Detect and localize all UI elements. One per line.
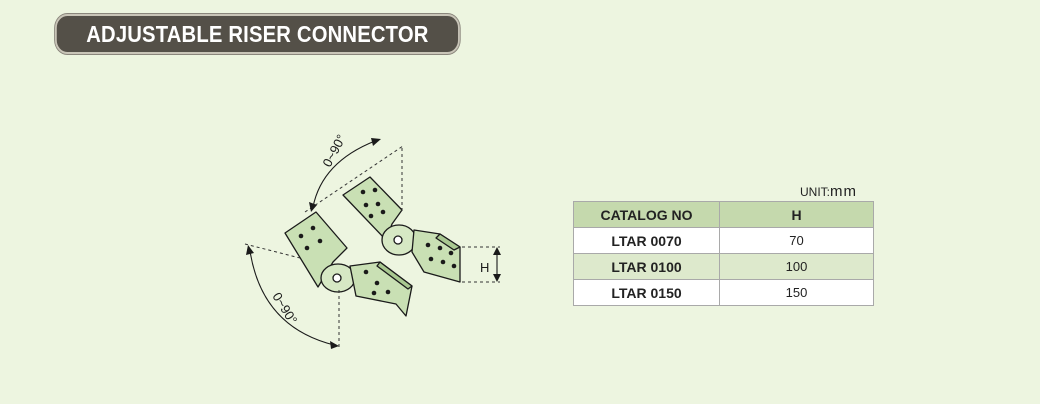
catalog-cell: LTAR 0150 bbox=[573, 279, 720, 306]
table-row: LTAR 0070 70 bbox=[573, 227, 874, 254]
unit-label: UNIT: bbox=[800, 185, 830, 199]
lower-angle-arc bbox=[249, 250, 335, 346]
lower-bracket bbox=[349, 261, 413, 317]
upper-angle-arc bbox=[312, 140, 376, 208]
lower-left-plate bbox=[284, 211, 348, 288]
unit-note: UNIT:mm bbox=[800, 183, 857, 200]
upper-angle-label: 0~90° bbox=[319, 132, 348, 169]
h-cell: 70 bbox=[719, 227, 874, 254]
header-catalog-no: CATALOG NO bbox=[573, 201, 720, 228]
upper-left-plate bbox=[342, 176, 403, 241]
h-cell: 150 bbox=[719, 279, 874, 306]
catalog-cell: LTAR 0100 bbox=[573, 253, 720, 280]
unit-value: mm bbox=[830, 183, 857, 200]
title-badge: ADJUSTABLE RISER CONNECTOR bbox=[55, 14, 460, 54]
catalog-cell: LTAR 0070 bbox=[573, 227, 720, 254]
header-h: H bbox=[719, 201, 874, 228]
h-cell: 100 bbox=[719, 253, 874, 280]
height-label: H bbox=[480, 260, 489, 275]
riser-connector-drawing: 0~90° 0~90° H bbox=[244, 132, 501, 350]
table-header-row: CATALOG NO H bbox=[573, 201, 874, 228]
page-title: ADJUSTABLE RISER CONNECTOR bbox=[86, 20, 429, 47]
catalog-table: CATALOG NO H LTAR 0070 70 LTAR 0100 100 … bbox=[573, 201, 874, 306]
table-row: LTAR 0150 150 bbox=[573, 279, 874, 306]
table-row: LTAR 0100 100 bbox=[573, 253, 874, 280]
